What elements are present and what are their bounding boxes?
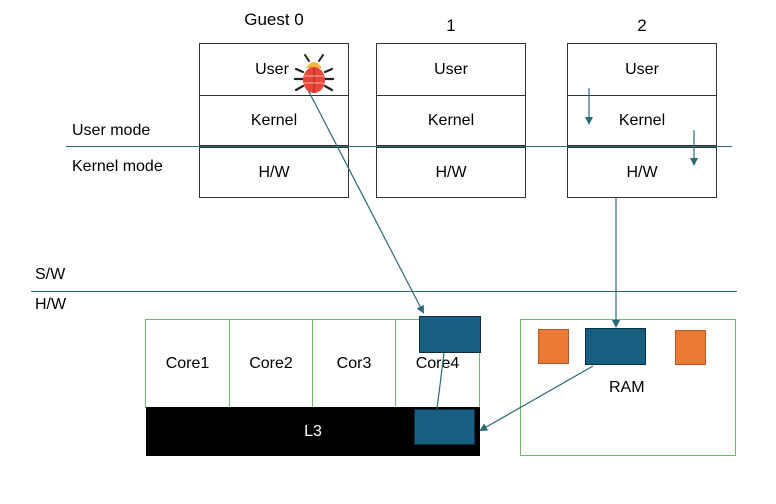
guest-0-hw-label: H/W: [258, 163, 290, 181]
guest-2-user-label: User: [625, 60, 659, 78]
sw-layer-label: S/W: [35, 266, 66, 283]
guest-0-kernel: Kernel: [199, 95, 349, 146]
ram-block-orange-left: [538, 329, 569, 364]
guest-2-hw: H/W: [567, 147, 717, 198]
l3-cache-label: L3: [304, 422, 322, 440]
guest-0-kernel-label: Kernel: [250, 111, 298, 129]
guest-1-hw-label: H/W: [435, 163, 467, 181]
l3-cache-block: [414, 409, 475, 445]
core-1: Core1: [145, 319, 230, 408]
core-2-label: Core2: [249, 354, 293, 372]
ram-block-target: [585, 328, 646, 365]
ram-label: RAM: [609, 379, 645, 396]
guest-1-user: User: [376, 43, 526, 96]
core4-cache-block: [419, 316, 481, 353]
core-1-label: Core1: [165, 354, 210, 372]
arrow-bug-to-core4: [306, 87, 424, 314]
guest-0-hw: H/W: [199, 147, 349, 198]
guest-2-user: User: [567, 43, 717, 96]
guest-1-kernel: Kernel: [376, 95, 526, 146]
guest-1-kernel-label: Kernel: [427, 111, 475, 129]
guest-0-user: User: [199, 43, 349, 96]
ram-block-orange-right: [675, 330, 706, 365]
kernel-mode-label: Kernel mode: [72, 158, 163, 175]
core-3-label: Cor3: [336, 354, 372, 372]
guest-0-title: Guest 0: [244, 10, 304, 29]
guest-2-kernel-label: Kernel: [618, 111, 666, 129]
user-mode-label: User mode: [72, 122, 151, 139]
sw-hw-divider-line: [31, 291, 737, 292]
guest-2-title: 2: [637, 16, 647, 35]
arrow-ram-to-l3: [479, 365, 594, 431]
guest-1-hw: H/W: [376, 147, 526, 198]
guest-1-title: 1: [446, 16, 456, 35]
mode-divider-line: [66, 146, 732, 147]
core-4-label: Core4: [415, 354, 460, 372]
guest-1-user-label: User: [434, 60, 468, 78]
line-l3-to-core4: [436, 352, 445, 410]
hw-layer-label: H/W: [35, 296, 67, 313]
guest-0-user-label: User: [255, 60, 289, 78]
guest-2-hw-label: H/W: [626, 163, 658, 181]
core-2: Core2: [229, 319, 313, 408]
bug-icon: [293, 54, 335, 93]
